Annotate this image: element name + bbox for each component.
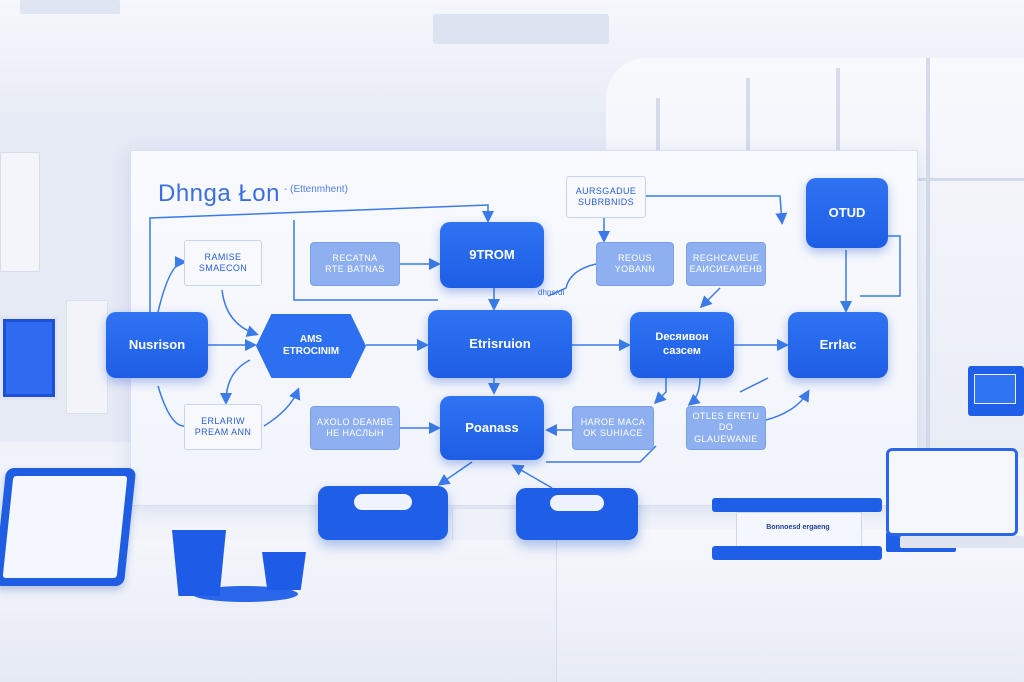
side-label: dhnsrdl bbox=[538, 288, 565, 297]
node-designon: Dесяивон сазсем bbox=[630, 312, 734, 378]
node-recruance: REGHCAVEUE ЕАИСИЕАИЕНВ bbox=[686, 242, 766, 286]
board-subtitle: - (Ettenmhent) bbox=[284, 184, 348, 195]
ceiling-light bbox=[20, 0, 120, 14]
node-erriac: Errlac bbox=[788, 312, 888, 378]
right-monitor bbox=[968, 366, 1024, 416]
node-nusrison: Nusrison bbox=[106, 312, 208, 378]
board-title: Dhnga Łon bbox=[158, 180, 280, 207]
desk-device: Bonnoesd ergaeng bbox=[712, 498, 882, 564]
node-poanass: Poanass bbox=[440, 396, 544, 460]
node-rectna-batnas: RECATNA RTE BATNAS bbox=[310, 242, 400, 286]
node-otud: OTUD bbox=[806, 178, 888, 248]
node-harice-maca: HAROE MACA OK SUHIACE bbox=[572, 406, 654, 450]
node-aurgcadue: AURSGADUE SUBRBNIDS bbox=[566, 176, 646, 218]
node-ereriam-pream: ERLARIW PREAM ANN bbox=[184, 404, 262, 450]
laptop bbox=[886, 448, 1018, 536]
node-ramise-smseon: RAMISE SMAECON bbox=[184, 240, 262, 286]
floating-pad-right bbox=[516, 488, 638, 540]
wall-shelf bbox=[0, 152, 40, 272]
device-label: Bonnoesd ergaeng bbox=[766, 524, 830, 531]
node-ams-etrocinim: AMS ETROCINIM bbox=[256, 314, 366, 378]
node-otle-erenu: OTLES ERETU DO GLAUEWANIE bbox=[686, 406, 766, 450]
left-monitor bbox=[0, 316, 58, 400]
node-otrom: 9TROM bbox=[440, 222, 544, 288]
node-reous: REOUS YOBANN bbox=[596, 242, 674, 286]
cup bbox=[172, 530, 226, 596]
tablet bbox=[0, 468, 137, 586]
wall-notes bbox=[66, 300, 108, 414]
cup bbox=[262, 552, 306, 590]
floating-pad-left bbox=[318, 486, 448, 540]
node-axolo: AXOLO DEAMBE НЕ НАСЛЫН bbox=[310, 406, 400, 450]
laptop-base bbox=[900, 536, 1024, 548]
node-etrisruion: Etrisruion bbox=[428, 310, 572, 378]
ceiling-light bbox=[433, 14, 609, 44]
